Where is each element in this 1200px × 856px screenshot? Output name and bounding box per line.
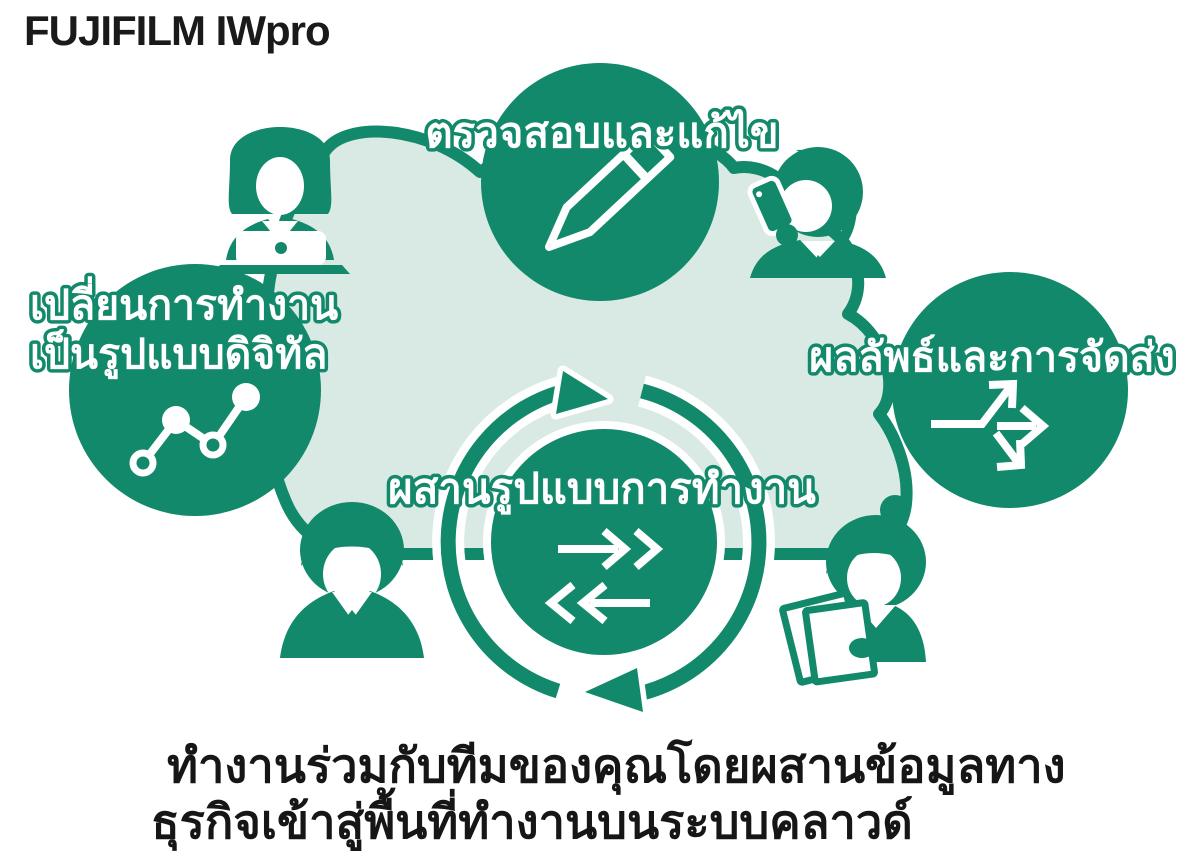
man-phone-hair	[796, 149, 858, 252]
man-suit-shirt	[332, 592, 372, 620]
person-man-suit	[280, 502, 424, 658]
man-suit-face	[323, 542, 381, 606]
cycle-arrows-icon	[432, 365, 775, 718]
node-integrate	[432, 365, 775, 718]
node-integrate-circle	[483, 421, 725, 663]
woman-doc-hand	[849, 638, 875, 658]
label-digitize-line1: เปลี่ยนการทำงาน	[30, 276, 338, 328]
node-digitize	[69, 264, 321, 516]
person-woman-laptop	[212, 127, 350, 274]
man-suit-tie	[344, 610, 360, 648]
node-review-circle	[481, 63, 719, 301]
page-title: FUJIFILM IWpro	[24, 7, 330, 54]
documents-icon	[779, 589, 878, 686]
label-digitize-line2: เป็นรูปแบบดิจิทัล	[30, 329, 327, 380]
laptop-base	[212, 265, 350, 274]
woman-laptop-face	[256, 157, 304, 215]
woman-doc-fringe	[826, 539, 922, 574]
node-digitize-circle	[69, 264, 321, 516]
person-woman-documents	[779, 495, 926, 686]
label-deliver: ผลลัพธ์และการจัดส่ง	[809, 334, 1174, 380]
man-phone-hand	[776, 224, 798, 246]
label-integrate: ผสานรูปแบบการทำงาน	[388, 465, 816, 515]
man-phone-shirt	[801, 241, 835, 259]
cycle-arrowhead-top	[550, 365, 614, 420]
cycle-arrowhead-bottom	[579, 662, 649, 718]
man-phone-tie	[813, 255, 826, 278]
laptop-logo-dot	[275, 242, 287, 254]
person-man-phone	[747, 147, 886, 278]
line-chart-icon	[129, 383, 260, 477]
branch-arrows-icon	[931, 379, 1050, 471]
node-review	[481, 63, 719, 301]
label-review: ตรวจสอบและแก้ไข	[425, 108, 778, 156]
woman-doc-face	[847, 549, 901, 607]
sync-arrows-icon	[544, 527, 664, 625]
caption-line2: ธุรกิจเข้าสู่พื้นที่ทำงานบนระบบคลาวด์	[151, 787, 913, 852]
pencil-icon	[545, 128, 675, 251]
node-deliver	[892, 272, 1128, 508]
man-suit-fringe	[301, 533, 403, 566]
caption-line1: ทำงานร่วมกับทีมของคุณโดยผสานข้อมูลทาง	[167, 738, 1066, 796]
